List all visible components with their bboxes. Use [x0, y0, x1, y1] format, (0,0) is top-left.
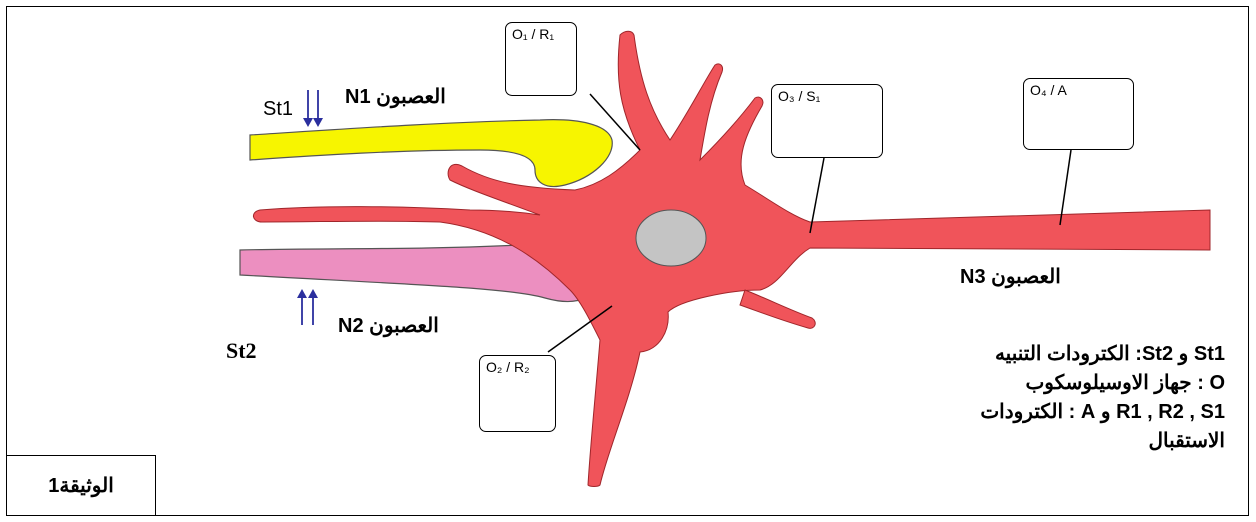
label-st1: St1: [263, 98, 293, 121]
nucleus: [636, 210, 706, 266]
legend-line-1: St1 و St2: الكترودات التنبيه: [840, 340, 1225, 369]
st2-arrowhead-2: [308, 289, 318, 298]
label-neuron-n3: العصبون N3: [960, 264, 1061, 289]
legend-line-3: R1 , R2 , S1 و A : الكترودات: [840, 398, 1225, 427]
legend-line-4: الاستقبال: [840, 427, 1225, 456]
legend: St1 و St2: الكترودات التنبيه O : جهاز ال…: [840, 340, 1225, 456]
st1-arrowhead-2: [313, 118, 323, 127]
oscilloscope-box-o2: O₂ / R₂: [479, 355, 556, 432]
neuron-n3-dendrite-low: [740, 290, 815, 328]
st1-arrowhead-1: [303, 118, 313, 127]
label-neuron-n1: العصبون N1: [345, 84, 446, 109]
oscilloscope-box-o1: O₁ / R₁: [505, 22, 577, 96]
label-neuron-n2: العصبون N2: [338, 313, 439, 338]
document-label: الوثيقة1: [6, 455, 156, 516]
oscilloscope-box-o3: O₃ / S₁: [771, 84, 883, 158]
label-st2: St2: [226, 338, 257, 364]
oscilloscope-box-o4: O₄ / A: [1023, 78, 1134, 150]
legend-line-2: O : جهاز الاوسيلوسكوب: [840, 369, 1225, 398]
st2-arrowhead-1: [297, 289, 307, 298]
neuron-n1-axon: [250, 120, 612, 187]
